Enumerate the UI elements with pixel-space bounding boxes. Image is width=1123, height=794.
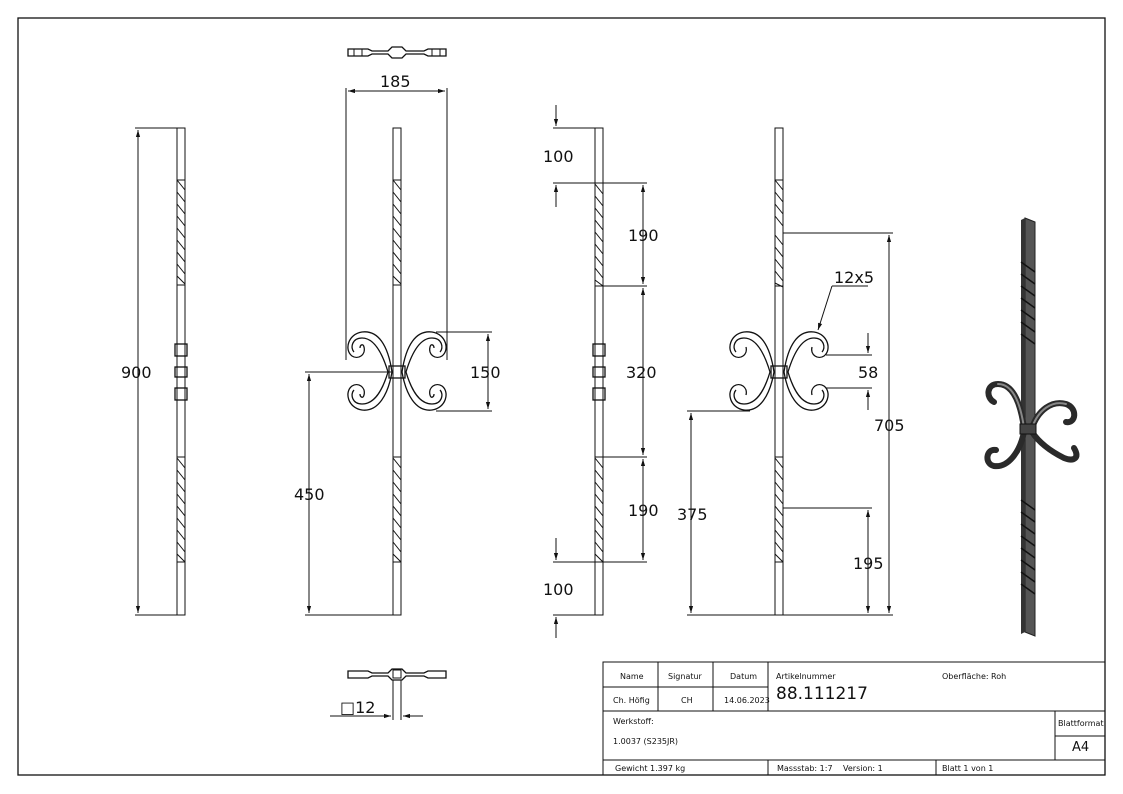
drawing-frame <box>17 17 1106 776</box>
dim-scroll-center-height: 450 <box>294 485 325 504</box>
article-number: 88.111217 <box>776 684 868 704</box>
top-view <box>347 46 447 59</box>
dim-scroll-width: 185 <box>380 72 411 91</box>
date-header: Datum <box>730 672 758 681</box>
dim-scroll-spacing: 150 <box>470 363 501 382</box>
material-header: Werkstoff: <box>613 717 654 726</box>
dim-lower-twist: 190 <box>628 501 659 520</box>
side-view <box>135 127 188 616</box>
article-header: Artikelnummer <box>776 672 836 681</box>
isometric-render <box>984 217 1080 637</box>
sheet-number: Blatt 1 von 1 <box>942 764 994 773</box>
dim-top-end: 100 <box>543 147 574 166</box>
front-view <box>305 88 492 616</box>
version: Version: 1 <box>843 764 883 773</box>
surface-header: Oberfläche: <box>942 672 989 681</box>
segment-view <box>553 105 647 638</box>
bottom-section-view <box>330 668 447 720</box>
dim-bottom-end: 100 <box>543 580 574 599</box>
dim-lower-scroll-height: 375 <box>677 505 708 524</box>
dim-upper-height: 705 <box>874 416 905 435</box>
signature-header: Signatur <box>668 672 702 681</box>
date-value: 14.06.2023 <box>724 696 770 705</box>
format-value: A4 <box>1072 740 1090 755</box>
dim-middle-section: 320 <box>626 363 657 382</box>
title-block-grid <box>602 661 1106 776</box>
dim-scroll-offset: 58 <box>858 363 878 382</box>
dim-total-height: 900 <box>121 363 152 382</box>
scale: Massstab: 1:7 <box>777 764 833 773</box>
name-value: Ch. Höfig <box>613 696 650 705</box>
signature-value: CH <box>681 696 693 705</box>
name-header: Name <box>620 672 644 681</box>
scroll-detail-view <box>687 127 893 616</box>
material-value: 1.0037 (S235JR) <box>613 737 679 746</box>
dim-twist-start: 195 <box>853 554 884 573</box>
dim-scroll-bar: 12x5 <box>834 268 874 287</box>
surface-value: Roh <box>991 672 1007 681</box>
dim-bar-section: □12 <box>340 698 375 717</box>
weight: Gewicht 1.397 kg <box>615 764 686 773</box>
dim-upper-twist: 190 <box>628 226 659 245</box>
format-header: Blattformat <box>1058 719 1104 728</box>
